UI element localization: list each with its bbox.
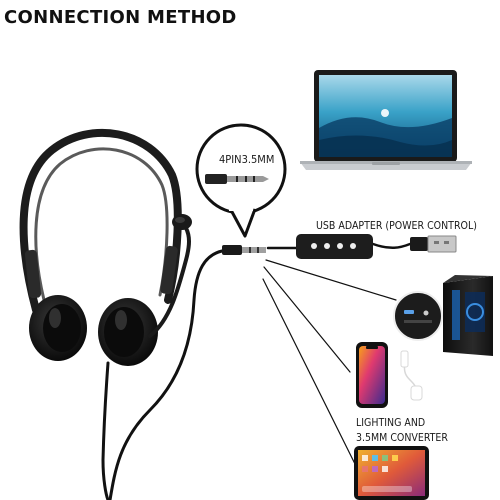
laptop-icon	[300, 70, 472, 170]
converter-label-line1: LIGHTING AND	[356, 417, 426, 429]
tablet-icon	[354, 446, 429, 500]
pin-label: 4PIN3.5MM	[219, 153, 275, 166]
smartphone-icon	[356, 342, 388, 408]
converter-label: LIGHTING AND 3.5MM CONVERTER	[356, 416, 448, 446]
usb-adapter-icon	[296, 234, 457, 259]
headset-icon	[19, 128, 192, 366]
page-title: CONNECTION METHOD	[4, 7, 237, 28]
plug-callout	[195, 123, 287, 238]
desktop-tower-icon	[443, 275, 493, 356]
converter-label-line2: 3.5MM CONVERTER	[356, 432, 448, 444]
jack-plug	[222, 245, 266, 255]
cables	[101, 242, 412, 500]
lightning-adapter-icon	[400, 350, 423, 401]
usb-adapter-label: USB ADAPTER (POWER CONTROL)	[316, 220, 477, 232]
port-zoom-bubble	[393, 291, 443, 341]
